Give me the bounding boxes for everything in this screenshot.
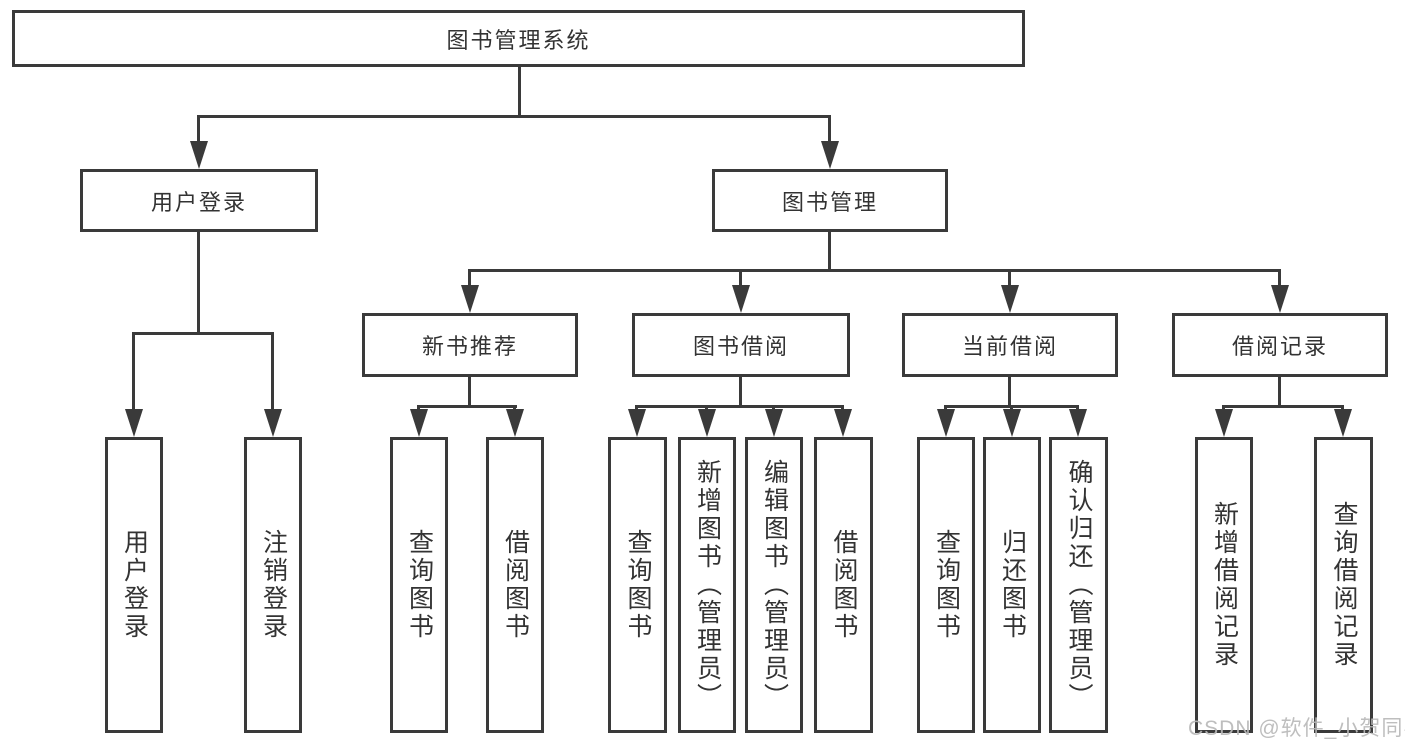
leaf-borrow-books-borrow: 借阅图书 [814, 437, 873, 733]
node-user-login: 用户登录 [80, 169, 318, 232]
node-new-book-recommend: 新书推荐 [362, 313, 578, 377]
arrow-down-icon [1001, 285, 1019, 313]
connector-borrow-records-bracket [1222, 405, 1343, 408]
node-book-management: 图书管理 [712, 169, 948, 232]
arrow-down-icon [628, 409, 646, 437]
leaf-add-borrow-record: 新增借阅记录 [1195, 437, 1253, 733]
connector-root-stem [518, 67, 521, 118]
leaf-logout: 注销登录 [244, 437, 302, 733]
leaf-user-login: 用户登录 [105, 437, 163, 733]
arrow-down-icon [1334, 409, 1352, 437]
leaf-borrow-books-newbook: 借阅图书 [486, 437, 544, 733]
csdn-watermark: CSDN @软件_小贺同学 [1188, 717, 1405, 740]
node-library-management-system: 图书管理系统 [12, 10, 1025, 67]
connector-current-borrow-stem [1008, 377, 1011, 408]
connector-new-book-bracket [417, 405, 517, 408]
leaf-query-borrow-record: 查询借阅记录 [1314, 437, 1373, 733]
arrow-down-icon [1271, 285, 1289, 313]
leaf-query-books-current: 查询图书 [917, 437, 975, 733]
arrow-down-icon [410, 409, 428, 437]
leaf-query-books-borrow: 查询图书 [608, 437, 667, 733]
arrow-down-icon [264, 409, 282, 437]
connector-leaf-drop [132, 332, 135, 412]
connector-user-login-drop [197, 115, 200, 147]
connector-borrow-records-stem [1278, 377, 1281, 408]
connector-new-book-stem [468, 377, 471, 408]
connector-book-management-drop [828, 115, 831, 147]
connector-new-book-drop [468, 269, 471, 289]
node-book-borrow: 图书借阅 [632, 313, 850, 377]
node-borrow-records: 借阅记录 [1172, 313, 1388, 377]
arrow-down-icon [506, 409, 524, 437]
connector-book-borrow-stem [739, 377, 742, 408]
arrow-down-icon [834, 409, 852, 437]
arrow-down-icon [732, 285, 750, 313]
node-current-borrow: 当前借阅 [902, 313, 1118, 377]
connector-borrow-records-drop [1278, 269, 1281, 289]
arrow-down-icon [1003, 409, 1021, 437]
arrow-down-icon [765, 409, 783, 437]
arrow-down-icon [821, 141, 839, 169]
connector-user-login-stem [197, 232, 200, 335]
connector-leaf-drop [271, 332, 274, 412]
leaf-add-book-admin: 新增图书（管理员） [678, 437, 736, 733]
connector-book-management-stem [828, 232, 831, 272]
connector-user-login-bracket [132, 332, 273, 335]
arrow-down-icon [698, 409, 716, 437]
arrow-down-icon [461, 285, 479, 313]
arrow-down-icon [190, 141, 208, 169]
connector-current-borrow-drop [1008, 269, 1011, 289]
leaf-return-books: 归还图书 [983, 437, 1041, 733]
leaf-query-books-newbook: 查询图书 [390, 437, 448, 733]
leaf-confirm-return-admin: 确认归还（管理员） [1049, 437, 1108, 733]
connector-level2-distribution-line [197, 115, 831, 118]
connector-book-borrow-bracket [635, 405, 843, 408]
connector-level3-distribution-line [468, 269, 1280, 272]
arrow-down-icon [125, 409, 143, 437]
leaf-edit-book-admin: 编辑图书（管理员） [745, 437, 803, 733]
arrow-down-icon [1069, 409, 1087, 437]
arrow-down-icon [1215, 409, 1233, 437]
connector-book-borrow-drop [739, 269, 742, 289]
arrow-down-icon [937, 409, 955, 437]
